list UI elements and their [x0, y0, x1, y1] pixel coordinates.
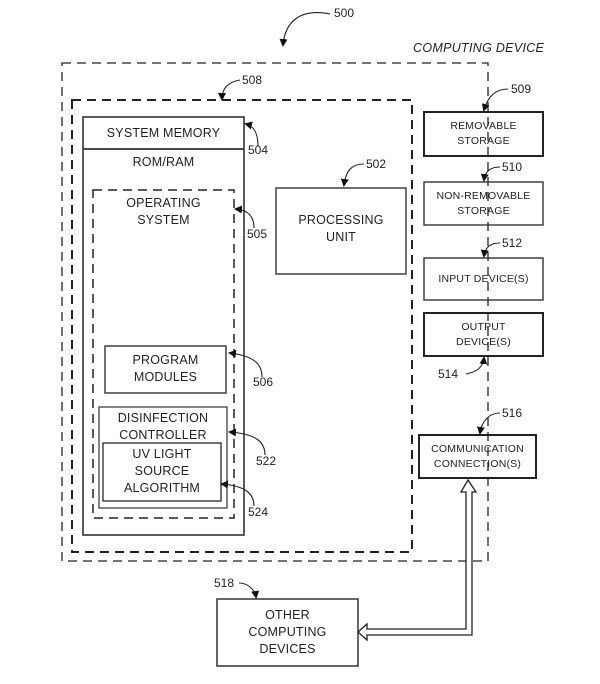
system-memory-label: SYSTEM MEMORY [106, 126, 221, 140]
uv-algorithm-line3: ALGORITHM [123, 481, 201, 495]
ref-506: 506 [253, 375, 274, 389]
non-removable-storage-line2: STORAGE [457, 205, 510, 217]
rom-ram-label: ROM/RAM [132, 155, 195, 169]
communication-line1: COMMUNICATION [431, 443, 524, 455]
leader-502 [340, 163, 365, 187]
ref-508: 508 [242, 73, 263, 87]
output-devices-line2: DEVICE(S) [456, 336, 511, 348]
operating-system-label: OPERATING SYSTEM [93, 195, 234, 229]
leader-510 [480, 166, 501, 182]
communication-box [418, 434, 537, 479]
non-removable-storage-label: NON-REMOVABLE STORAGE [424, 189, 543, 219]
leader-518 [238, 582, 260, 599]
processing-unit-label: PROCESSING UNIT [276, 212, 406, 246]
leader-512 [480, 242, 501, 258]
output-devices-box [423, 312, 544, 357]
disinfection-controller-label: DISINFECTION CONTROLLER [99, 410, 227, 444]
figure-title: COMPUTING DEVICE [413, 41, 545, 55]
uv-algorithm-label: UV LIGHT SOURCE ALGORITHM [103, 446, 221, 497]
ref-514: 514 [438, 367, 459, 381]
program-modules-box [104, 345, 227, 394]
leader-508 [218, 79, 241, 101]
removable-storage-label: REMOVABLE STORAGE [424, 119, 543, 149]
non-removable-storage-line1: NON-REMOVABLE [436, 190, 531, 202]
ref-516: 516 [502, 406, 523, 420]
uv-algorithm-box [102, 442, 222, 502]
ref-509: 509 [511, 82, 532, 96]
other-devices-line3: DEVICES [259, 642, 316, 656]
output-devices-label: OUTPUT DEVICE(S) [424, 320, 543, 350]
processing-unit-box [275, 187, 407, 275]
communication-link-arrow [357, 478, 478, 642]
leader-506 [228, 349, 263, 378]
leader-522 [228, 428, 266, 456]
leader-509 [481, 88, 509, 112]
disinfection-controller-line1: DISINFECTION [117, 411, 209, 425]
uv-algorithm-line2: SOURCE [134, 464, 190, 478]
disinfection-controller-line2: CONTROLLER [119, 428, 207, 442]
communication-label: COMMUNICATION CONNECTION(S) [419, 442, 536, 472]
leader-524 [220, 480, 255, 507]
uv-algorithm-line1: UV LIGHT [132, 447, 192, 461]
program-modules-label: PROGRAM MODULES [105, 352, 226, 386]
ref-500: 500 [334, 6, 355, 20]
leader-514 [465, 356, 488, 375]
non-removable-storage-box [423, 181, 544, 226]
input-devices-label: INPUT DEVICE(S) [438, 273, 529, 285]
leader-504 [244, 121, 259, 147]
ref-505: 505 [247, 227, 268, 241]
ref-518: 518 [214, 576, 235, 590]
ref-522: 522 [256, 454, 277, 468]
removable-storage-line1: REMOVABLE [450, 120, 517, 132]
ref-504: 504 [248, 143, 269, 157]
leader-500 [279, 12, 331, 47]
disinfection-controller-box [98, 406, 228, 509]
operating-system-line2: SYSTEM [137, 213, 190, 227]
other-devices-line1: OTHER [265, 608, 310, 622]
ref-502: 502 [366, 157, 387, 171]
processing-unit-line2: UNIT [326, 230, 356, 244]
ref-510: 510 [502, 160, 523, 174]
input-devices-box [423, 257, 544, 301]
other-devices-label: OTHER COMPUTING DEVICES [217, 607, 358, 658]
output-devices-line1: OUTPUT [461, 321, 506, 333]
operating-system-line1: OPERATING [126, 196, 201, 210]
removable-storage-line2: STORAGE [457, 135, 510, 147]
program-modules-line1: PROGRAM [132, 353, 199, 367]
system-memory-box [82, 116, 245, 536]
basic-configuration-boundary [71, 99, 413, 553]
other-devices-line2: COMPUTING [248, 625, 327, 639]
program-modules-line2: MODULES [133, 370, 198, 384]
communication-line2: CONNECTION(S) [433, 458, 522, 470]
ref-512: 512 [502, 236, 523, 250]
ref-524: 524 [248, 505, 269, 519]
leader-516 [476, 412, 501, 435]
leader-505 [234, 205, 255, 229]
removable-storage-box [423, 111, 544, 157]
processing-unit-line1: PROCESSING [298, 213, 384, 227]
